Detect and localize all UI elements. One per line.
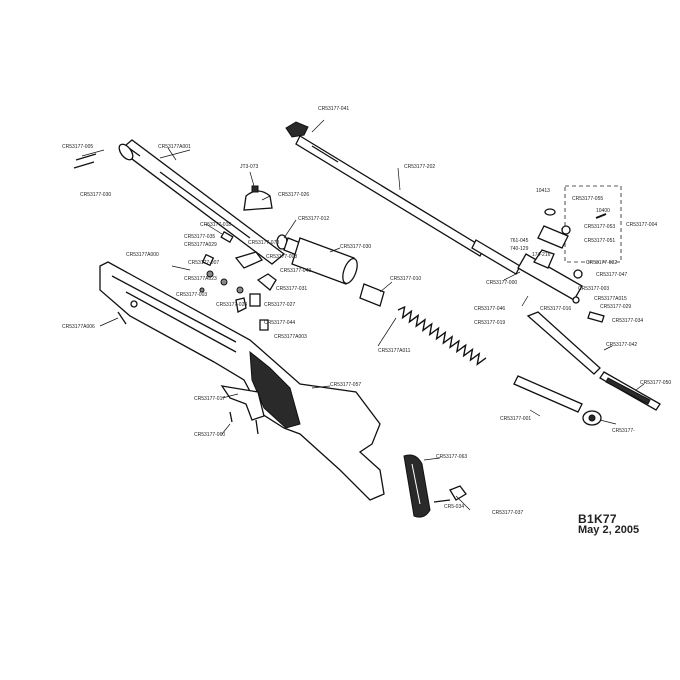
part-label: 174-216 — [532, 252, 551, 258]
part-label: CR53177-019 — [474, 320, 505, 326]
part-label: CR53177-047 — [596, 272, 627, 278]
part-label: CR53177-043 — [280, 268, 311, 274]
stock — [99, 261, 385, 501]
part-label: 761-045 — [510, 238, 529, 244]
part-label: CR53177-051 — [584, 238, 615, 244]
part-label: CR53177-003 — [578, 286, 609, 292]
part-label: CR53177A029 — [184, 242, 217, 248]
part-label: CR53177-005 — [62, 144, 93, 150]
model-code: B1K77 — [578, 512, 617, 526]
butt-pad — [403, 454, 467, 518]
part-label: CR53177-031 — [276, 286, 307, 292]
main-spring — [397, 305, 487, 366]
part-label: CR53177-010 — [390, 276, 421, 282]
part-label: CR53177-041 — [318, 106, 349, 112]
part-label: CR53177-000 — [486, 280, 517, 286]
screws-upper-left — [73, 153, 97, 169]
part-label: CR53177-029 — [600, 304, 631, 310]
part-label: CR53177-004 — [626, 222, 657, 228]
part-label: CR53177-060 — [194, 432, 225, 438]
part-label: CR53177-026 — [278, 192, 309, 198]
part-label: CR53177-012 — [298, 216, 329, 222]
part-label: CR53177A015 — [594, 296, 627, 302]
part-label: CR53177-016 — [540, 306, 571, 312]
part-label: CR5-034 — [444, 504, 464, 510]
barrel-assembly — [285, 119, 521, 275]
part-label: CR53177-042 — [606, 342, 637, 348]
part-label: CR53177-003 — [176, 292, 207, 298]
part-label: CR53177A000 — [126, 252, 159, 258]
part-label: CR53177A011 — [378, 348, 411, 354]
leader-lines — [81, 149, 645, 511]
part-label: CR53177-027 — [264, 302, 295, 308]
part-label: CR53177-032 — [586, 260, 617, 266]
part-label: CR53177-034 — [612, 318, 643, 324]
part-label: 10413 — [536, 188, 550, 194]
receiver-assembly — [517, 185, 622, 323]
part-label: CR53177-063 — [436, 454, 467, 460]
part-label: 740-129 — [510, 246, 529, 252]
part-label: CR53177A003 — [274, 334, 307, 340]
part-label: CR53177-202 — [404, 164, 435, 170]
cocking-lever — [526, 311, 661, 411]
revision-date: May 2, 2005 — [578, 524, 640, 536]
part-label: CR53177-044 — [264, 320, 295, 326]
part-label: CR53177-008 — [266, 254, 297, 260]
part-label: CR53177-057 — [330, 382, 361, 388]
end-cap — [243, 185, 273, 211]
spring-guide — [513, 375, 602, 426]
part-label: 10400 — [596, 208, 610, 214]
part-label: JT3-073 — [240, 164, 259, 170]
part-label: CR53177-030 — [80, 192, 111, 198]
part-label: CR53177- — [612, 428, 635, 434]
part-label: CR53177-017 — [194, 396, 225, 402]
part-label: CR53177A001 — [158, 144, 191, 150]
part-label: CR53177-055 — [572, 196, 603, 202]
part-label: CR53177-007 — [188, 260, 219, 266]
part-label: CR53177-053 — [584, 224, 615, 230]
part-label: CR53177-001 — [500, 416, 531, 422]
trigger-guard — [220, 385, 265, 435]
part-label: CR53177-024 — [216, 302, 247, 308]
part-label: CR53177-037 — [492, 510, 523, 516]
part-label: CR53177-070 — [248, 240, 279, 246]
piston — [291, 237, 385, 307]
part-labels: CR53177-041 CR53177-202 CR53177-005 CR53… — [62, 106, 671, 516]
compression-tube — [118, 139, 286, 265]
part-label: CR53177-050 — [640, 380, 671, 386]
part-label: CR53177-035 — [184, 234, 215, 240]
part-label: CR53177A023 — [184, 276, 217, 282]
part-label: CR53177A006 — [62, 324, 95, 330]
part-label: CR53177-030 — [340, 244, 371, 250]
part-label: CR53177-046 — [474, 306, 505, 312]
part-label: CR53177-018 — [200, 222, 231, 228]
